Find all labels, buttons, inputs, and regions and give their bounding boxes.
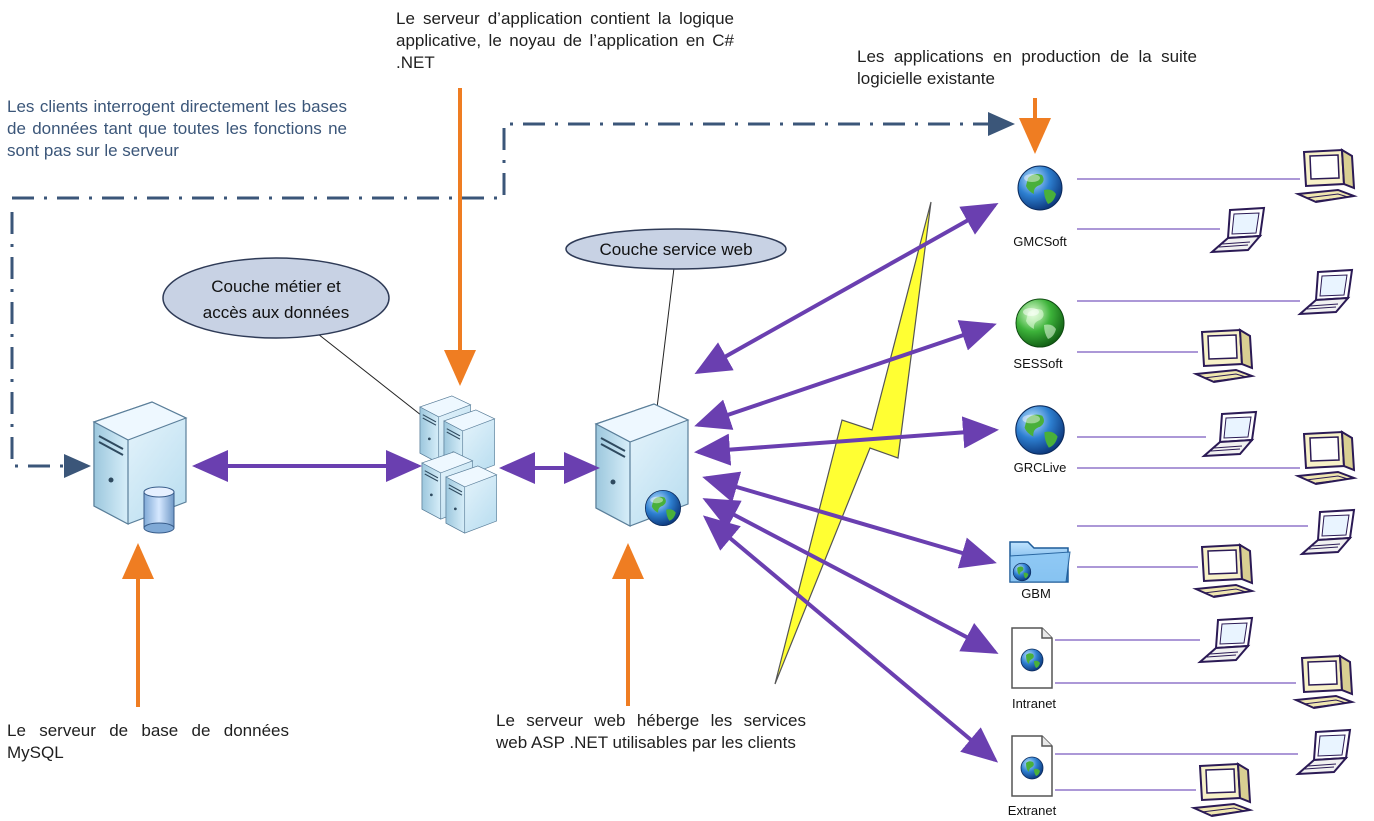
- intranet-app: Intranet: [1012, 628, 1056, 711]
- database-cylinder-icon: [143, 486, 175, 534]
- web-server-icon: [595, 403, 689, 527]
- desktop-computer-icon: [1297, 431, 1355, 485]
- client-links: [1055, 178, 1308, 791]
- laptop-computer-icon: [1301, 509, 1355, 555]
- web-server-note: Le serveur web héberge les services web …: [496, 711, 806, 752]
- grclive-app: GRCLive: [1014, 405, 1067, 475]
- application-server-cluster-icon: [419, 395, 498, 534]
- globe-icon: [1017, 165, 1063, 211]
- app-label-intranet: Intranet: [1012, 696, 1056, 711]
- desktop-computer-icon: [1297, 149, 1355, 203]
- desktop-computer-icon: [1195, 329, 1253, 383]
- laptop-computer-icon: [1199, 617, 1253, 663]
- business-layer-label-2: accès aux données: [203, 303, 350, 322]
- gmcsoft-app: GMCSoft: [1013, 165, 1067, 249]
- web-service-layer-label: Couche service web: [599, 240, 752, 259]
- arrow-to-intranet: [702, 498, 999, 654]
- arrow-to-grclive: [694, 416, 999, 466]
- web-globe-icon: [645, 489, 681, 526]
- desktop-computer-icon: [1195, 544, 1253, 598]
- database-server-icon: [93, 401, 187, 534]
- document-globe-icon: [1012, 736, 1052, 796]
- arrow-to-sessoft: [694, 320, 997, 430]
- document-globe-icon: [1012, 628, 1052, 688]
- green-globe-icon: [1015, 298, 1065, 348]
- laptop-computer-icon: [1299, 269, 1353, 315]
- laptop-computer-icon: [1297, 729, 1351, 775]
- existing-apps-note: Les applications en production de la sui…: [857, 47, 1197, 88]
- business-bubble-pointer: [317, 333, 441, 431]
- laptop-computer-icon: [1203, 411, 1257, 457]
- laptop-computer-icon: [1211, 207, 1265, 253]
- desktop-computer-icon: [1193, 763, 1251, 817]
- client-computers: [1193, 149, 1355, 817]
- app-label-sessoft: SESSoft: [1013, 356, 1063, 371]
- direct-db-access-link-top: [12, 112, 1015, 200]
- business-layer-label-1: Couche métier et: [211, 277, 341, 296]
- business-layer-bubble: [162, 257, 390, 339]
- db-server-note: Le serveur de base de données MySQL: [7, 721, 289, 762]
- app-label-gbm: GBM: [1021, 586, 1051, 601]
- desktop-computer-icon: [1295, 655, 1353, 709]
- web-to-apps-arrows: [694, 203, 999, 763]
- app-label-gmcsoft: GMCSoft: [1013, 234, 1067, 249]
- folder-globe-icon: [1009, 541, 1071, 583]
- app-label-grclive: GRCLive: [1014, 460, 1067, 475]
- app-server-note: Le serveur d’application contient la log…: [396, 9, 734, 72]
- app-label-extranet: Extranet: [1008, 803, 1057, 818]
- sessoft-app: SESSoft: [1013, 298, 1065, 371]
- arrow-to-extranet: [702, 515, 999, 763]
- web-service-bubble-pointer: [656, 267, 675, 409]
- arrow-to-gmcsoft: [694, 203, 999, 374]
- clients-note: Les clients interrogent directement les …: [7, 97, 347, 160]
- extranet-app: Extranet: [1008, 736, 1057, 818]
- globe-icon: [1015, 405, 1065, 455]
- direct-db-access-link: [10, 212, 91, 478]
- gbm-app: GBM: [1009, 541, 1071, 601]
